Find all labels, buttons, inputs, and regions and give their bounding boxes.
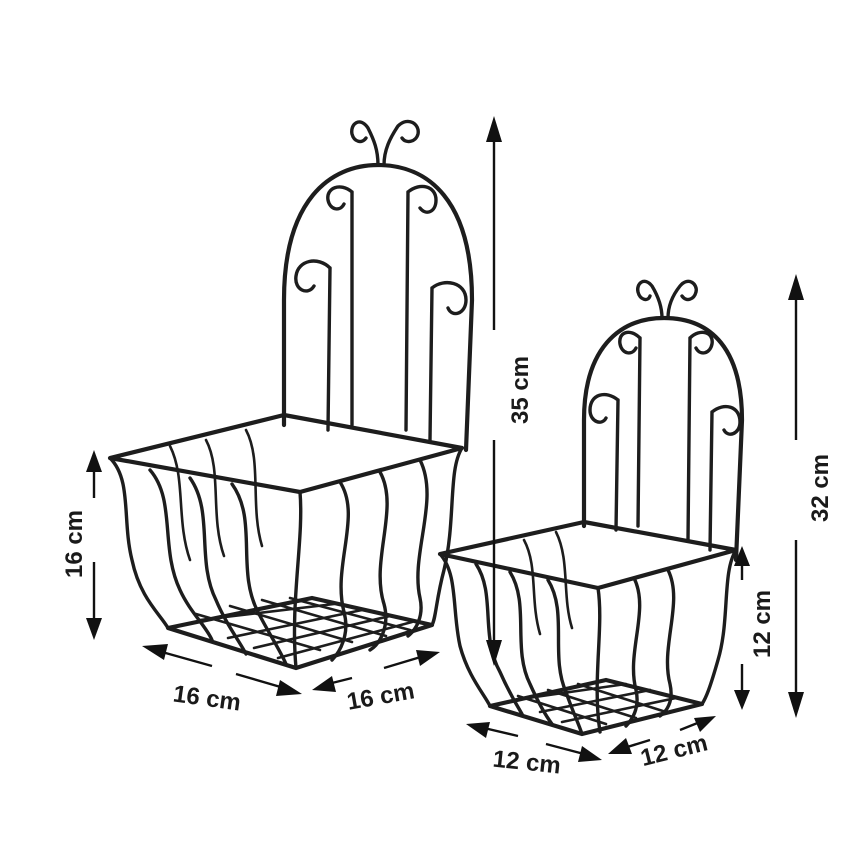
dimension-small-basket-height: 12 cm [734,546,776,710]
label-large-depth: 16 cm [345,677,417,715]
label-large-height: 35 cm [507,356,534,424]
dimension-large-height: 35 cm [486,116,534,666]
dimension-small-height: 32 cm [788,274,834,718]
dimension-small-width: 12 cm [466,722,602,780]
label-small-basket-height: 12 cm [749,590,776,658]
dimension-large-width: 16 cm [142,644,302,717]
label-large-width: 16 cm [171,680,242,716]
large-wire-basket [107,119,475,671]
label-small-height: 32 cm [807,454,834,522]
small-wire-basket [437,279,745,737]
label-small-width: 12 cm [492,746,563,780]
dimension-large-basket-height: 16 cm [61,450,102,640]
label-large-basket-height: 16 cm [61,510,88,578]
label-small-depth: 12 cm [638,729,711,772]
